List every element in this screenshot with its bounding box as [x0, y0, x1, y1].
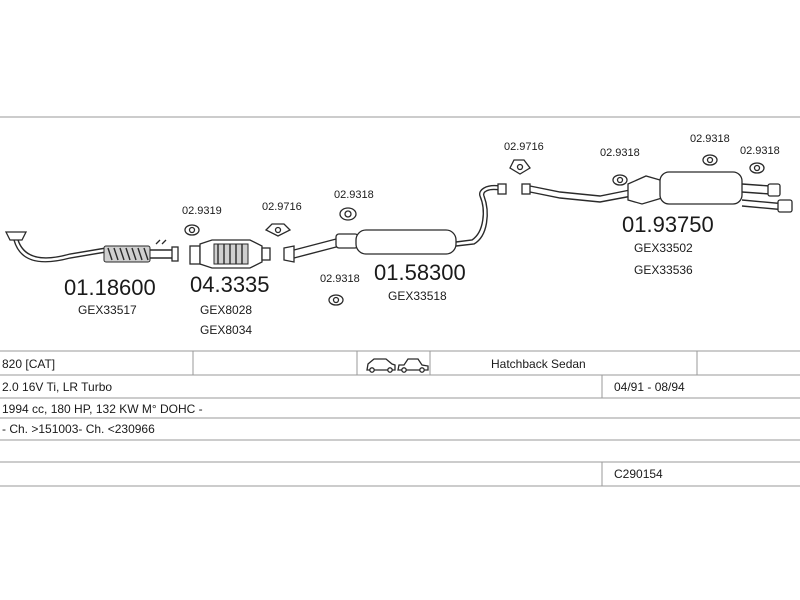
fitting-label-3: 02.9318: [334, 189, 374, 201]
fitting-clamp-4: [612, 174, 628, 186]
fitting-label-8: 02.9318: [740, 145, 780, 157]
model-cell: 820 [CAT]: [2, 357, 55, 371]
fitting-clamp-6: [749, 162, 765, 174]
fitting-clamp-1: [184, 224, 200, 236]
front-pipe-part: [4, 231, 179, 263]
fitting-clamp-3: [328, 294, 344, 306]
chassis-cell: - Ch. >151003- Ch. <230966: [2, 422, 155, 436]
part-number-4: 01.93750: [622, 212, 714, 237]
part-number-3: 01.58300: [374, 260, 466, 285]
fitting-clamp-2: [339, 207, 357, 221]
info-table: [0, 351, 800, 487]
fitting-label-2: 02.9716: [262, 201, 302, 213]
fitting-label-6: 02.9318: [600, 147, 640, 159]
part-code-2: GEX8028: [200, 303, 252, 317]
rear-silencer-part: [521, 171, 793, 213]
car-sedan-icon: [397, 358, 429, 373]
fitting-label-5: 02.9716: [504, 141, 544, 153]
years-cell: 04/91 - 08/94: [614, 380, 685, 394]
body-type-cell: Hatchback Sedan: [491, 357, 586, 371]
fitting-gasket-2: [509, 159, 531, 175]
catalog-code-cell: C290154: [614, 467, 663, 481]
fitting-clamp-5: [702, 154, 718, 166]
part-number-1: 01.18600: [64, 275, 156, 300]
car-hatchback-icon: [366, 358, 396, 373]
part-code-3: GEX33518: [388, 289, 447, 303]
fitting-label-1: 02.9319: [182, 205, 222, 217]
part-code-4: GEX33502: [634, 241, 693, 255]
part-code-2b: GEX8034: [200, 323, 252, 337]
engine-cell: 2.0 16V Ti, LR Turbo: [2, 380, 112, 394]
part-code-1: GEX33517: [78, 303, 137, 317]
part-number-2: 04.3335: [190, 272, 270, 297]
part-code-4b: GEX33536: [634, 263, 693, 277]
spec-cell: 1994 cc, 180 HP, 132 KW M° DOHC -: [2, 402, 203, 416]
fitting-gasket-1: [264, 223, 292, 237]
fitting-label-7: 02.9318: [690, 133, 730, 145]
catalytic-converter-part: [189, 239, 271, 269]
center-pipe-part: [283, 183, 507, 263]
fitting-label-4: 02.9318: [320, 273, 360, 285]
